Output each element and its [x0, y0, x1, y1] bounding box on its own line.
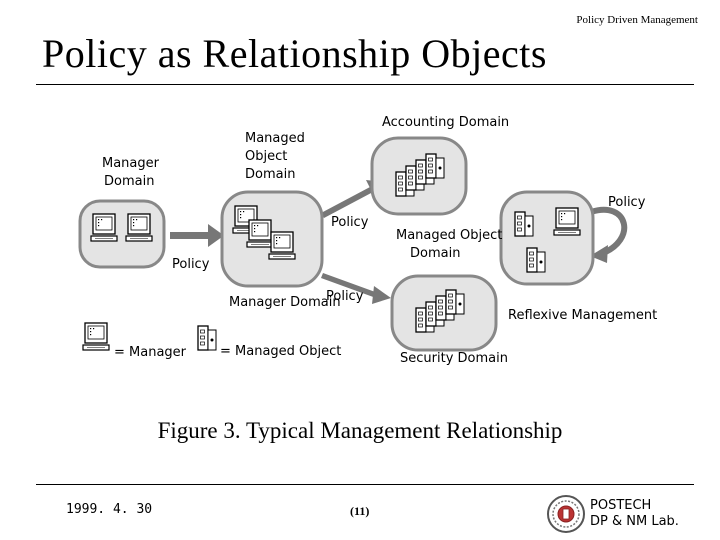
manager-domain-label-1: Manager — [102, 156, 160, 171]
managed-object-domain-label-2: Object — [245, 149, 287, 164]
footer-date: 1999. 4. 30 — [66, 502, 152, 517]
lab-name: POSTECH DP & NM Lab. — [590, 498, 679, 530]
postech-seal-logo — [546, 494, 586, 534]
managed-object-domain-right-label-2: Domain — [410, 246, 460, 261]
policy-label-1: Policy — [172, 257, 210, 272]
management-relationship-diagram: Manager Domain Managed Object Domain Acc… — [38, 88, 666, 402]
policy-label-4: Policy — [608, 195, 646, 210]
page-number: (11) — [350, 504, 369, 519]
running-header: Policy Driven Management — [576, 14, 698, 26]
accounting-domain-label: Accounting Domain — [382, 115, 509, 130]
managed-object-domain-label-3: Domain — [245, 167, 295, 182]
manager-domain-bottom-label: Manager Domain — [229, 295, 341, 310]
lab-line-2: DP & NM Lab. — [590, 514, 679, 530]
manager-domain-label-2: Domain — [104, 174, 154, 189]
lab-line-1: POSTECH — [590, 498, 679, 514]
slide-title: Policy as Relationship Objects — [42, 30, 547, 77]
reflexive-domain-box — [501, 192, 593, 284]
legend-manager-label: = Manager — [114, 345, 187, 360]
reflexive-management-label: Reflexive Management — [508, 308, 657, 323]
title-divider — [36, 84, 694, 85]
security-domain-label: Security Domain — [400, 351, 508, 366]
footer-divider — [36, 484, 694, 485]
managed-object-domain-right-label-1: Managed Object — [396, 228, 502, 243]
managed-object-domain-label-1: Managed — [245, 131, 305, 146]
figure-caption: Figure 3. Typical Management Relationshi… — [0, 418, 720, 444]
legend-managed-object-label: = Managed Object — [220, 344, 341, 359]
legend-manager-icon — [83, 323, 109, 350]
legend-managed-object-icon — [198, 326, 216, 350]
policy-label-2: Policy — [331, 215, 369, 230]
